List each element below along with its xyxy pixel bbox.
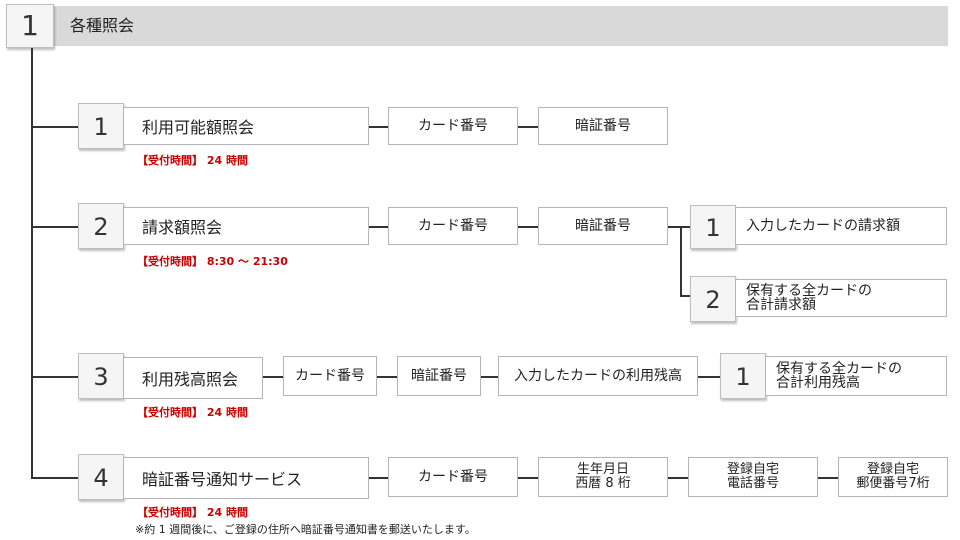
item-number-tile: 2 [78,203,124,249]
step-line: 電話番号 [726,476,779,491]
option-label-line: 合計利用残高 [776,375,860,391]
step-box: カード番号 [388,207,518,245]
step-box: カード番号 [283,356,377,396]
step-box: 登録自宅 電話番号 [688,457,818,497]
trunk-line [31,48,33,479]
hours-text: 【受付時間】 24 時間 [137,406,248,419]
step-box: カード番号 [388,107,518,145]
step-line: 郵便番号7桁 [856,476,930,491]
hours-text: 【受付時間】 24 時間 [137,506,248,519]
option-label-line: 合計請求額 [746,297,816,313]
section-number-tile: 1 [6,4,54,48]
connector-line [518,477,538,479]
menu-item-label: 請求額照会 [123,207,369,245]
connector-line [518,226,538,228]
branch-line [31,226,79,228]
connector-line [263,376,283,378]
branch-line [31,126,79,128]
fork-line [680,226,682,297]
connector-line [668,226,690,228]
option-label: 保有する全カードの 合計請求額 [735,279,947,317]
connector-line [377,376,397,378]
item-number-tile: 3 [78,353,124,399]
menu-item-label: 暗証番号通知サービス [123,457,369,499]
connector-line [369,126,388,128]
branch-line [31,477,79,479]
step-box: 暗証番号 [538,107,668,145]
step-line: 登録自宅 [866,462,919,477]
connector-line [680,295,690,297]
footnote: ※約 1 週間後に、ご登録の住所へ暗証番号通知書を郵送いたします。 [135,523,476,536]
header-bar [38,6,948,46]
step-box: 暗証番号 [397,356,481,396]
option-number-tile: 1 [720,353,766,399]
item-number-tile: 4 [78,454,124,500]
connector-line [518,126,538,128]
section-title: 各種照会 [70,16,135,35]
step-box: 登録自宅 郵便番号7桁 [838,457,948,497]
menu-item-label: 利用残高照会 [123,357,263,399]
option-label-line: 保有する全カードの [776,361,902,377]
branch-line [31,376,79,378]
hours-text: 【受付時間】 8:30 〜 21:30 [137,255,288,268]
connector-line [481,376,498,378]
menu-item-label: 利用可能額照会 [123,107,369,145]
step-box: 入力したカードの利用残高 [498,356,698,396]
step-box: 生年月日 西暦 8 桁 [538,457,668,497]
step-line: 登録自宅 [726,462,779,477]
option-label-line: 保有する全カードの [746,283,872,299]
item-number-tile: 1 [78,103,124,149]
connector-line [369,477,388,479]
connector-line [818,477,838,479]
connector-line [369,226,388,228]
option-number-tile: 1 [690,205,736,249]
option-label: 保有する全カードの 合計利用残高 [765,356,947,396]
hours-text: 【受付時間】 24 時間 [137,154,248,167]
option-number-tile: 2 [690,276,736,322]
step-box: 暗証番号 [538,207,668,245]
connector-line [698,376,720,378]
step-line: 西暦 8 桁 [575,476,631,491]
option-label: 入力したカードの請求額 [735,207,947,245]
step-line: 生年月日 [576,462,629,477]
connector-line [668,477,688,479]
step-box: カード番号 [388,457,518,497]
